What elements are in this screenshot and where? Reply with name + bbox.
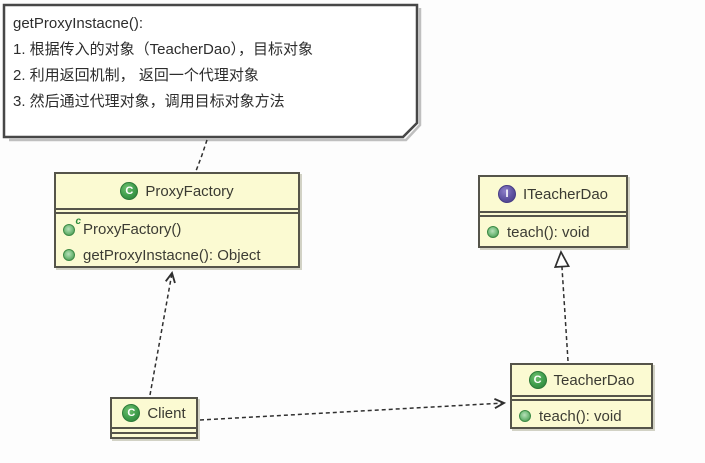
note-box[interactable]: getProxyInstacne(): 1. 根据传入的对象（TeacherDa…	[13, 11, 409, 115]
realization-arrow-teacherdao-iteacherdao	[561, 252, 568, 362]
class-header: C ProxyFactory	[56, 174, 298, 210]
class-node-proxyfactory[interactable]: C ProxyFactory c ProxyFactory() getProxy…	[54, 172, 300, 268]
constructor-icon: c	[63, 216, 81, 236]
member-row: teach(): void	[487, 220, 619, 244]
member-row: teach(): void	[519, 404, 644, 428]
interface-node-iteacherdao[interactable]: I ITeacherDao teach(): void	[478, 175, 628, 248]
member-label: ProxyFactory()	[83, 220, 182, 238]
note-line: 3. 然后通过代理对象，调用目标对象方法	[13, 93, 285, 110]
public-method-icon	[487, 226, 499, 238]
note-shape[interactable]	[2, 3, 419, 139]
class-members: teach(): void	[512, 399, 651, 430]
class-name: TeacherDao	[553, 371, 635, 389]
class-header: C TeacherDao	[512, 365, 651, 397]
class-icon: C	[122, 404, 141, 422]
dependency-arrow-client-teacherdao	[199, 398, 507, 421]
empty-methods-compartment	[112, 434, 196, 437]
class-node-client[interactable]: C Client	[110, 397, 198, 439]
note-line: getProxyInstacne():	[13, 15, 144, 32]
public-method-icon	[519, 410, 531, 422]
class-name: ITeacherDao	[522, 185, 609, 203]
note-line: 1. 根据传入的对象（TeacherDao），目标对象	[13, 41, 314, 58]
member-row: c ProxyFactory()	[63, 216, 291, 241]
class-icon: C	[120, 182, 139, 200]
member-label: teach(): void	[539, 407, 622, 425]
note-shadow	[9, 8, 422, 142]
public-method-icon	[63, 249, 75, 261]
class-name: Client	[147, 404, 186, 422]
note-line: 2. 利用返回机制， 返回一个代理对象	[13, 67, 259, 84]
empty-fields-compartment	[112, 429, 196, 434]
member-label: getProxyInstacne(): Object	[83, 246, 261, 264]
class-header: C Client	[112, 399, 196, 429]
class-members: c ProxyFactory() getProxyInstacne(): Obj…	[56, 212, 298, 269]
note-anchor-line	[195, 139, 208, 172]
class-node-teacherdao[interactable]: C TeacherDao teach(): void	[510, 363, 653, 429]
member-row: getProxyInstacne(): Object	[63, 243, 291, 267]
class-members: teach(): void	[480, 215, 626, 246]
member-label: teach(): void	[507, 223, 590, 241]
class-icon: C	[528, 371, 547, 389]
class-name: ProxyFactory	[145, 182, 234, 200]
class-header: I ITeacherDao	[480, 177, 626, 213]
interface-icon: I	[497, 185, 516, 203]
